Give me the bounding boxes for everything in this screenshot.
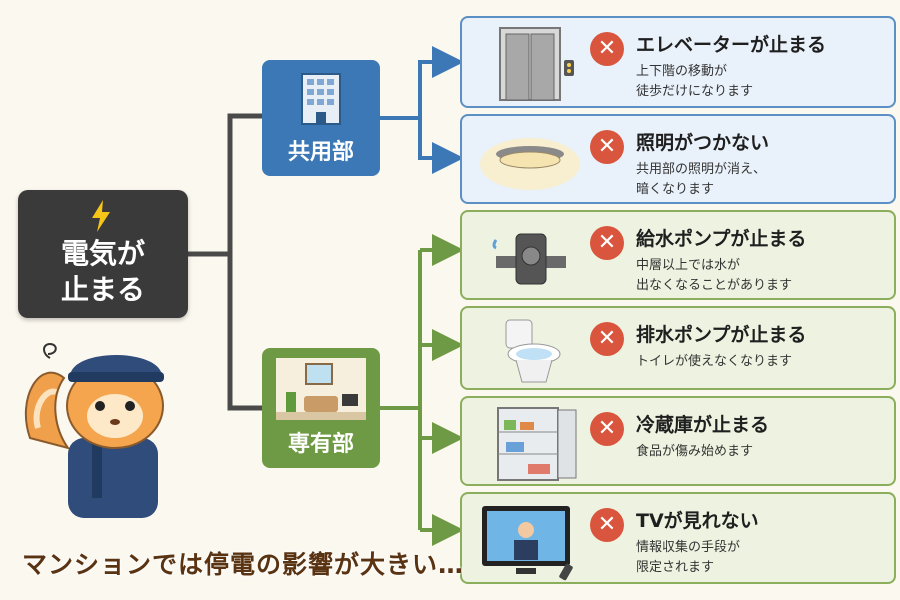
refrigerator-icon	[497, 407, 577, 481]
x-mark-icon: ✕	[590, 508, 624, 542]
card-elevator: ✕ エレベーターが止まる 上下階の移動が 徒歩だけになります	[460, 16, 896, 108]
caption-text: マンションでは停電の影響が大きい…	[22, 550, 465, 579]
x-mark-icon: ✕	[590, 322, 624, 356]
ceiling-light-icon	[480, 138, 580, 190]
x-mark-icon: ✕	[590, 226, 624, 260]
living-room-icon	[276, 358, 366, 420]
card-title: 給水ポンプが止まる	[636, 228, 807, 250]
card-description: 情報収集の手段が 限定されます	[636, 540, 741, 575]
x-mark-icon: ✕	[590, 130, 624, 164]
elevator-icon	[499, 27, 574, 101]
category-common-label: 共用部	[287, 140, 354, 165]
television-icon	[482, 506, 573, 581]
toilet-icon	[505, 319, 561, 383]
card-drain-pump: ✕ 排水ポンプが止まる トイレが使えなくなります	[460, 306, 896, 390]
card-title: 照明がつかない	[636, 132, 770, 154]
connector-source-trunk	[188, 113, 262, 411]
card-description: 上下階の移動が 徒歩だけになります	[636, 64, 754, 99]
category-private-label: 専有部	[287, 432, 354, 457]
squirrel-mascot-icon	[24, 342, 164, 518]
card-title: エレベーターが止まる	[636, 34, 827, 56]
category-private-area: 専有部	[262, 348, 380, 468]
card-tv: ✕ TVが見れない 情報収集の手段が 限定されます	[460, 492, 896, 584]
card-fridge: ✕ 冷蔵庫が止まる 食品が傷み始めます	[460, 396, 896, 486]
card-water-pump: ✕ 給水ポンプが止まる 中層以上では水が 出なくなることがあります	[460, 210, 896, 300]
x-mark-icon: ✕	[590, 412, 624, 446]
card-title: 冷蔵庫が止まる	[636, 414, 770, 436]
power-outage-title: 電気が 止まる	[60, 237, 145, 306]
card-description: 食品が傷み始めます	[636, 444, 754, 459]
water-pump-icon	[492, 233, 566, 285]
lightning-icon	[92, 200, 110, 232]
card-description: 中層以上では水が 出なくなることがあります	[636, 258, 793, 293]
category-common-area: 共用部	[262, 60, 380, 176]
connector-common-branch	[380, 60, 452, 160]
card-lighting: ✕ 照明がつかない 共用部の照明が消え、 暗くなります	[460, 114, 896, 204]
x-mark-icon: ✕	[590, 32, 624, 66]
card-description: トイレが使えなくなります	[636, 354, 793, 369]
apartment-building-icon	[301, 73, 341, 125]
card-description: 共用部の照明が消え、 暗くなります	[636, 162, 767, 197]
connector-private-branch	[380, 250, 422, 530]
power-outage-box: 電気が 止まる	[18, 190, 188, 318]
card-title: 排水ポンプが止まる	[636, 324, 807, 346]
card-title: TVが見れない	[636, 510, 759, 532]
